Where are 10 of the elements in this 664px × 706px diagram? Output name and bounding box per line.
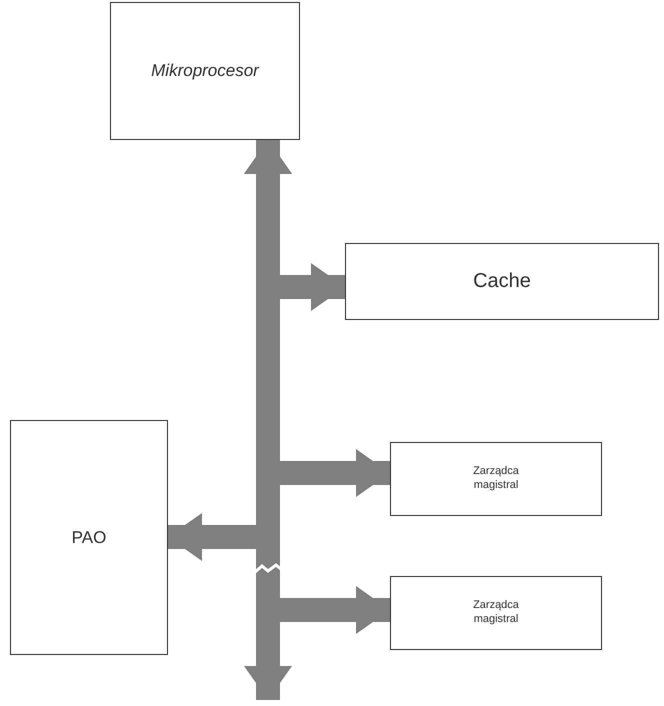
component-box bbox=[345, 243, 659, 320]
box-label: Mikroprocesor bbox=[151, 61, 259, 81]
box-label: Cache bbox=[473, 270, 531, 293]
component-box bbox=[110, 2, 300, 140]
box-label: Zarządca magistral bbox=[472, 599, 520, 627]
component-box bbox=[390, 576, 602, 650]
component-box bbox=[390, 442, 602, 516]
box-label: PAO bbox=[72, 528, 106, 548]
component-box bbox=[10, 420, 168, 655]
box-label: Zarządca magistral bbox=[472, 465, 520, 493]
